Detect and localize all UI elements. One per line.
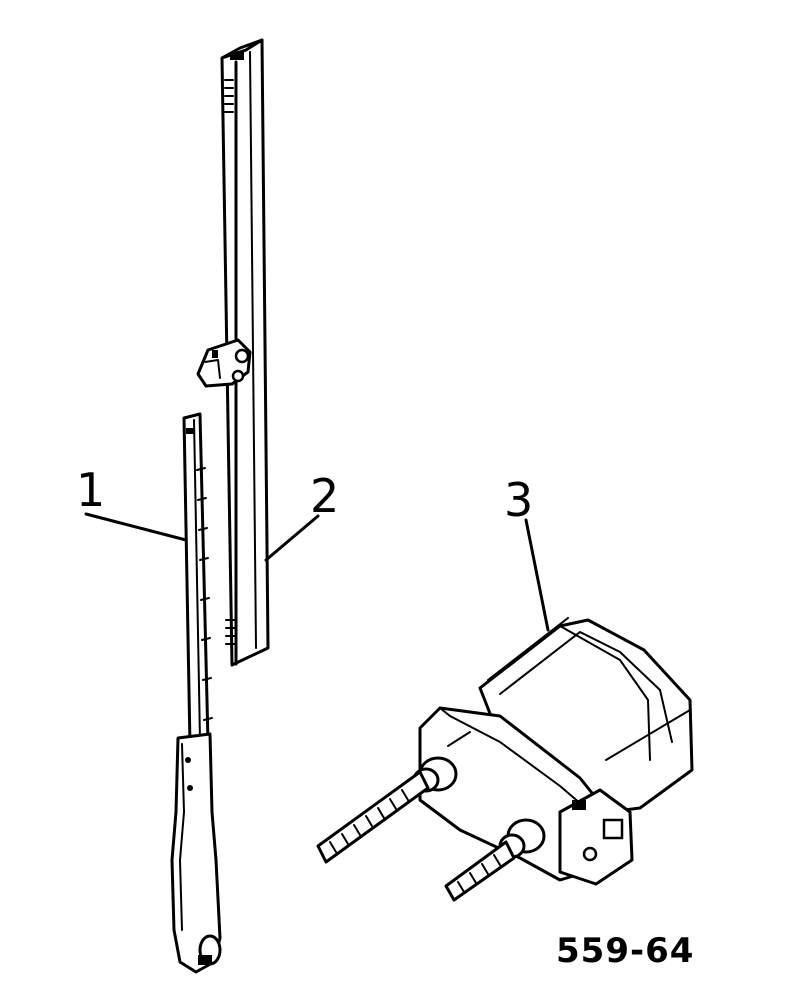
wiper-motor-drawing (316, 617, 694, 902)
callout-1: 1 (76, 463, 105, 517)
wiper-blade-drawing (196, 38, 270, 667)
callout-3: 3 (504, 473, 533, 527)
wiper-arm-drawing (170, 412, 222, 974)
leader-line-2 (264, 514, 320, 562)
leader-line-3 (524, 518, 550, 632)
leader-line-1 (84, 512, 188, 542)
callout-2: 2 (310, 469, 339, 523)
figure-code: 559-64 (556, 931, 694, 971)
